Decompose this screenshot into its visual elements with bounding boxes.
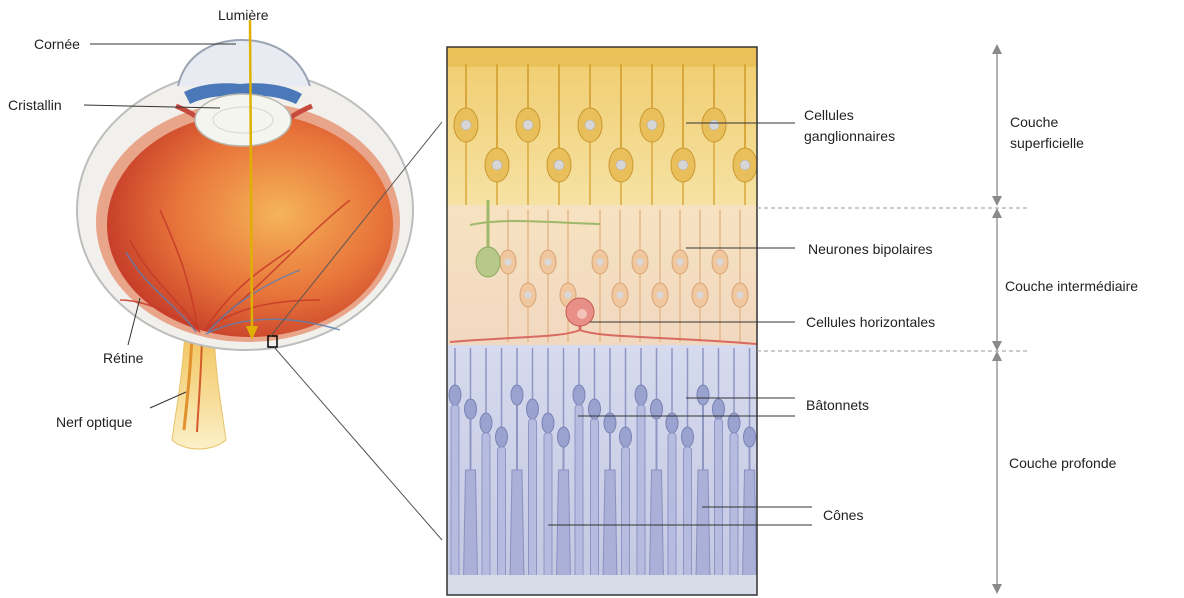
rod-cell: [620, 427, 632, 447]
cone-cell: [465, 399, 477, 419]
cone-cell: [558, 427, 570, 447]
retina-panel: [447, 47, 757, 595]
green-bipolar-cell: [476, 247, 500, 277]
label-bipolar-neurons: Neurones bipolaires: [808, 240, 933, 258]
rod-cell: [573, 385, 585, 405]
label-superficial-line2: superficielle: [1010, 133, 1160, 154]
label-superficial-layer: Couche superficielle: [1010, 112, 1160, 154]
label-optic-nerve: Nerf optique: [56, 413, 132, 431]
label-cornea: Cornée: [34, 35, 80, 53]
rod-cell: [635, 385, 647, 405]
label-deep-layer: Couche profonde: [1009, 454, 1116, 472]
rod-cell: [449, 385, 461, 405]
label-light: Lumière: [218, 6, 269, 24]
rod-cell: [682, 427, 694, 447]
cone-cell: [511, 385, 523, 405]
rod-cell: [527, 399, 539, 419]
rod-cell: [480, 413, 492, 433]
label-cones: Cônes: [823, 506, 863, 524]
lens: [195, 94, 291, 146]
label-rods: Bâtonnets: [806, 396, 869, 414]
rod-cell: [542, 413, 554, 433]
label-intermediate-layer: Couche intermédiaire: [1005, 277, 1138, 295]
rod-cell: [496, 427, 508, 447]
eye-illustration: [77, 20, 442, 540]
cornea: [178, 40, 310, 86]
label-superficial-line1: Couche: [1010, 112, 1160, 133]
label-horizontal-cells: Cellules horizontales: [806, 313, 935, 331]
label-ganglion-line2: ganglionnaires: [804, 126, 954, 147]
label-retina: Rétine: [103, 349, 143, 367]
cone-cell: [697, 385, 709, 405]
label-ganglion-cells: Cellules ganglionnaires: [804, 105, 954, 147]
label-ganglion-line1: Cellules: [804, 105, 954, 126]
label-lens: Cristallin: [8, 96, 62, 114]
cone-cell: [744, 427, 756, 447]
layer-arrows: [992, 44, 1002, 594]
